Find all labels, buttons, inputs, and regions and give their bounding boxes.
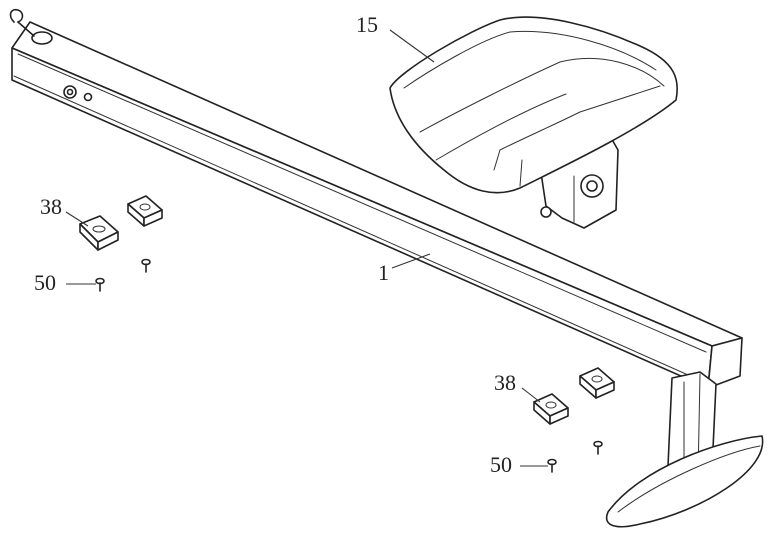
screw-left-2 [95, 277, 105, 292]
seat-assembly [389, 16, 679, 229]
rail-beam [11, 21, 743, 389]
leader-pad-right [521, 387, 541, 403]
leader-pad-left [65, 211, 89, 227]
label-screw-right: 50 [490, 452, 512, 477]
leader-rail [391, 253, 431, 269]
label-pad-right: 38 [494, 370, 516, 395]
locking-pin-icon [9, 8, 35, 37]
label-seat: 15 [356, 12, 378, 37]
screw-right-1 [593, 440, 603, 455]
leader-seat [389, 29, 435, 63]
screw-right-2 [547, 458, 557, 473]
pad-right-1 [533, 393, 569, 425]
label-rail: 1 [378, 260, 389, 285]
pad-left-2 [127, 195, 163, 227]
pad-right-2 [579, 367, 615, 399]
pad-left-1 [79, 215, 119, 251]
screw-left-1 [141, 258, 151, 273]
label-screw-left: 50 [34, 270, 56, 295]
rear-stand [605, 371, 764, 528]
label-pad-left: 38 [40, 194, 62, 219]
